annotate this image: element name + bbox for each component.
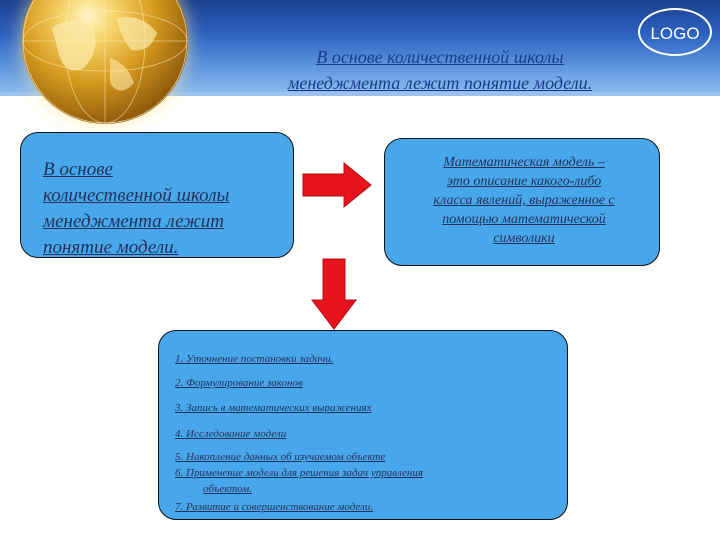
title-line: В основе количественной школы bbox=[316, 47, 564, 67]
title-line: менеджмента лежит понятие модели. bbox=[287, 73, 593, 93]
header-divider bbox=[0, 92, 720, 96]
step-item: 6. Применение модели для решения задач у… bbox=[175, 467, 424, 479]
step-item: объектом. bbox=[203, 483, 253, 495]
golden-globe-icon bbox=[22, 0, 188, 124]
concept-line: понятие модели. bbox=[43, 237, 179, 258]
steps-box: 1. Уточнение постановки задачи. 2. Форму… bbox=[158, 330, 568, 520]
definition-text: Математическая модель – это описание как… bbox=[397, 153, 651, 248]
concept-text: В основе количественной школы менеджмент… bbox=[43, 157, 229, 261]
step-item: 1. Уточнение постановки задачи. bbox=[175, 353, 334, 365]
step-item: 7. Развитие и совершенствование модели. bbox=[175, 501, 374, 513]
step-item: 4. Исследование модели bbox=[175, 428, 287, 440]
concept-line: В основе bbox=[43, 159, 113, 180]
red-arrow-right-icon bbox=[302, 162, 372, 208]
page-title: В основе количественной школы менеджмент… bbox=[200, 44, 680, 96]
logo-badge: LOGO bbox=[638, 8, 712, 56]
red-arrow-down-icon bbox=[311, 258, 357, 330]
definition-line: это описание какого-либо bbox=[446, 174, 602, 189]
concept-box: В основе количественной школы менеджмент… bbox=[20, 132, 294, 258]
concept-line: количественной школы bbox=[43, 185, 230, 206]
definition-line: класса явлений, выраженное с bbox=[433, 193, 615, 208]
step-item: 5. Накопление данных об изучаемом объект… bbox=[175, 451, 386, 463]
step-item: 3. Запись в математических выражениях bbox=[175, 402, 372, 414]
step-item: 2. Формулирование законов bbox=[175, 377, 303, 389]
concept-line: менеджмента лежит bbox=[43, 211, 225, 232]
definition-line: помощью математической bbox=[442, 212, 606, 227]
definition-box: Математическая модель – это описание как… bbox=[384, 138, 660, 266]
definition-line: Математическая модель – bbox=[443, 155, 605, 170]
definition-line: символики bbox=[493, 231, 555, 246]
